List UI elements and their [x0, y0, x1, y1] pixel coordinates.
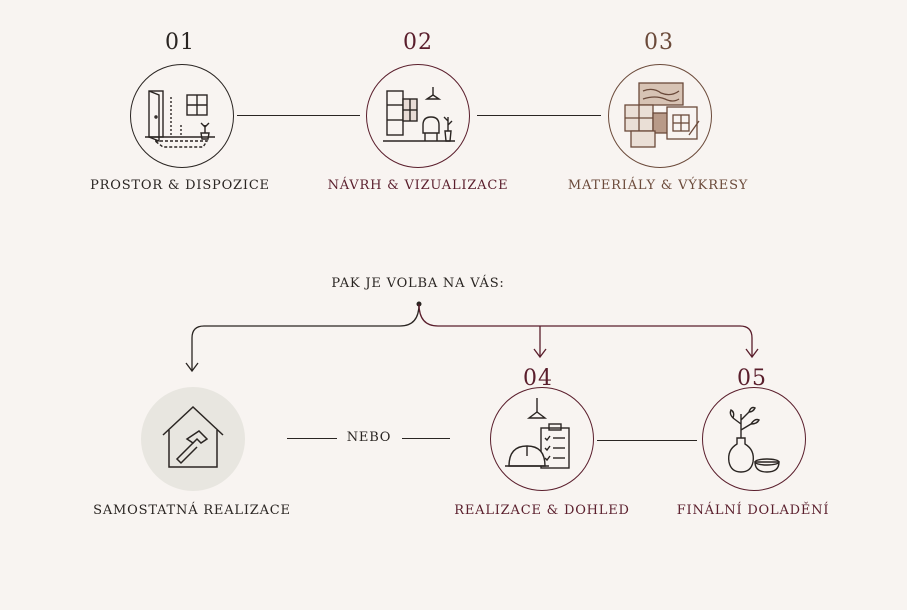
self-build-label: SAMOSTATNÁ REALIZACE — [93, 503, 291, 518]
separator-line-left — [287, 438, 337, 439]
step-label-03: MATERIÁLY & VÝKRESY — [567, 178, 749, 193]
step-label-02: NÁVRH & VIZUALIZACE — [327, 178, 509, 193]
step-circle-05 — [702, 387, 806, 491]
self-build-circle — [141, 387, 245, 491]
step-circle-02 — [366, 64, 470, 168]
separator-line-right — [402, 438, 450, 439]
step-number-03: 03 — [644, 30, 674, 55]
step-label-05: FINÁLNÍ DOLADĚNÍ — [676, 503, 830, 518]
step-circle-01 — [130, 64, 234, 168]
separator-label: NEBO — [346, 430, 392, 445]
connector-line-1-2 — [237, 115, 360, 116]
step-number-02: 02 — [403, 30, 433, 55]
material-samples-icon — [624, 82, 700, 148]
choice-prompt: PAK JE VOLBA NA VÁS: — [331, 276, 505, 291]
construction-helmet-checklist-icon — [505, 398, 570, 469]
connector-line-2-3 — [477, 115, 601, 116]
step-number-01: 01 — [165, 30, 195, 55]
house-hammer-icon — [162, 405, 224, 468]
step-number-05: 05 — [737, 366, 767, 391]
step-number-04: 04 — [523, 366, 553, 391]
step-label-04: REALIZACE & DOHLED — [454, 503, 630, 518]
interior-design-icon — [383, 87, 455, 142]
step-circle-03 — [608, 64, 712, 168]
step-label-01: PROSTOR & DISPOZICE — [90, 178, 270, 193]
vase-bowl-icon — [727, 406, 780, 473]
room-door-window-icon — [145, 90, 215, 148]
connector-line-4-5 — [597, 440, 697, 441]
step-circle-04 — [490, 387, 594, 491]
